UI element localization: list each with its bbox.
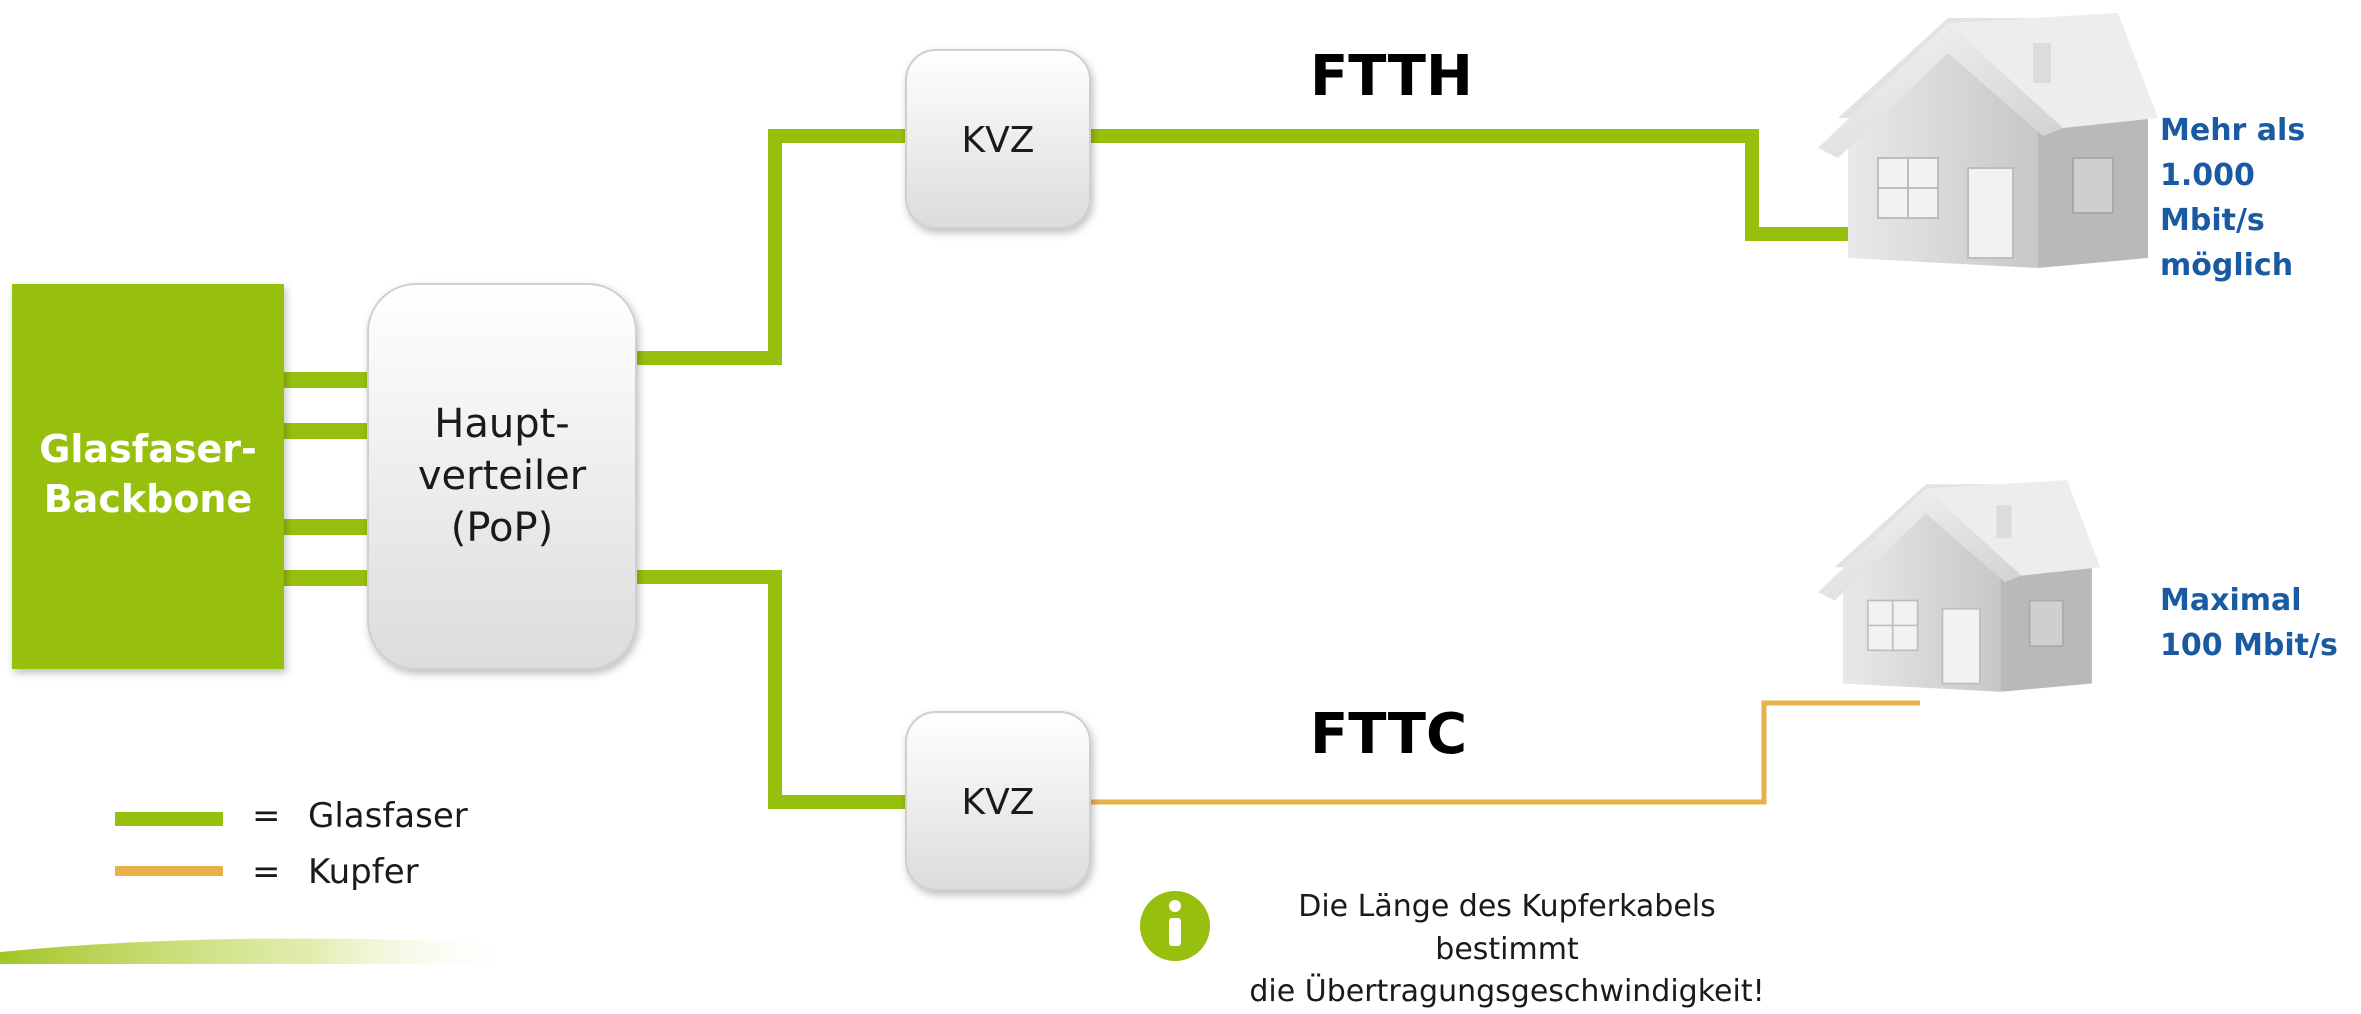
fttc-heading: FTTC [1310,702,1468,767]
pop-label-line3: (PoP) [450,505,554,551]
kvz-bottom-label: KVZ [961,782,1035,823]
legend-fiber-sep: = [252,796,281,836]
ftth-speed-label: Mehr als 1.000 Mbit/s möglich [2160,108,2361,288]
ftth-speed-line2: 1.000 Mbit/s [2160,158,2265,238]
kvz-top-box [905,49,1091,229]
fttc-speed-label: Maximal 100 Mbit/s [2160,578,2338,668]
fttc-speed-line2: 100 Mbit/s [2160,628,2338,663]
note-line1: Die Länge des Kupferkabels bestimmt [1298,889,1716,967]
backbone-label: Glasfaser- Backbone [12,424,284,524]
backbone-links [282,372,368,586]
house-fttc-icon [1818,480,2101,692]
backbone-label-line1: Glasfaser- [39,427,257,471]
fiber-pop-to-kvz-bottom [630,570,910,809]
pop-label-line1: Haupt- [434,401,570,447]
legend-copper-swatch [115,866,223,876]
network-diagram [0,13,2158,964]
pop-label: Haupt- verteiler (PoP) [368,398,636,554]
ftth-heading: FTTH [1310,44,1473,109]
copper-kvz-bottom-to-house-fttc [1088,700,1920,805]
info-icon [1140,891,1210,961]
copper-length-note: Die Länge des Kupferkabels bestimmt die … [1222,886,1792,1014]
ftth-speed-line1: Mehr als [2160,113,2306,148]
kvz-top-label: KVZ [961,120,1035,161]
backbone-link [282,570,368,586]
backbone-link [282,423,368,439]
decorative-swoosh [0,938,520,964]
fiber-kvz-top-to-house-ftth [1088,129,1920,241]
note-line2: die Übertragungsgeschwindigkeit! [1249,974,1765,1010]
backbone-block [12,284,284,669]
backbone-label-line2: Backbone [43,477,253,522]
legend-copper-label: Kupfer [308,852,419,892]
ftth-speed-line3: möglich [2160,248,2294,283]
legend-copper-sep: = [252,852,281,892]
legend-fiber-label: Glasfaser [308,796,468,836]
house-ftth-icon [1818,13,2158,268]
fttc-speed-line1: Maximal [2160,583,2302,618]
kvz-bottom-box [905,711,1091,891]
backbone-link [282,519,368,535]
pop-box [367,283,637,670]
fiber-pop-to-kvz-top [630,129,910,365]
backbone-link [282,372,368,388]
legend-fiber-swatch [115,812,223,826]
pop-label-line2: verteiler [417,453,587,499]
